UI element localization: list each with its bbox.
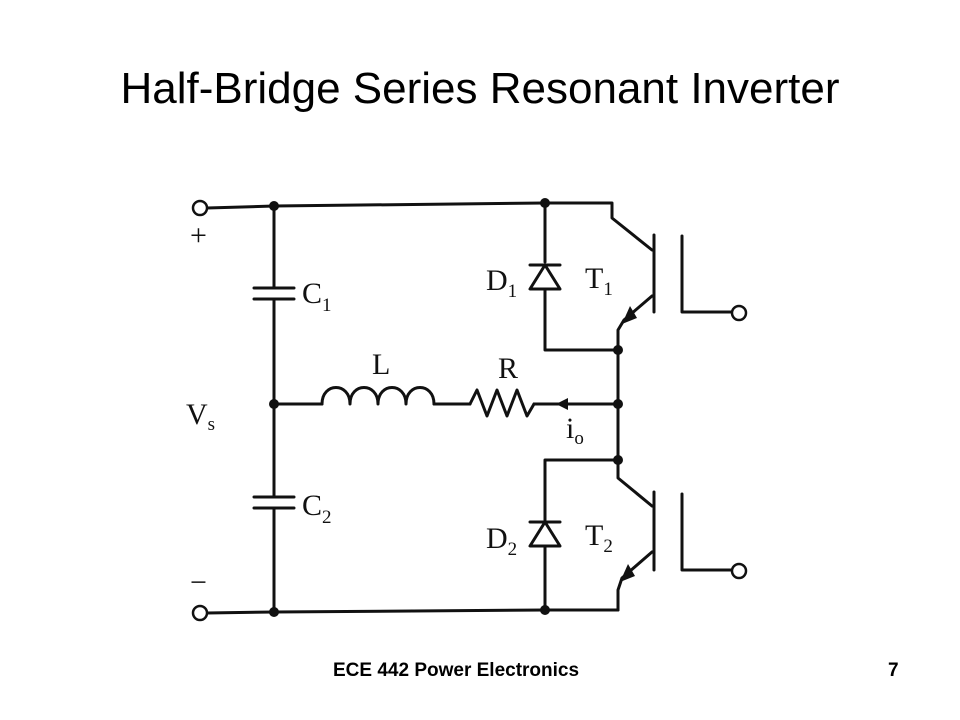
t2-collector-wire	[616, 458, 654, 508]
c1-label: C1	[302, 277, 332, 316]
d2-diode-triangle	[528, 520, 562, 548]
junction-dot	[540, 198, 550, 208]
plus-sign-label: +	[190, 219, 207, 252]
junction-dot	[540, 605, 550, 615]
t1-emitter-arrow	[622, 306, 637, 324]
page-number: 7	[888, 660, 899, 681]
minus-sign-label: −	[190, 566, 207, 599]
d1-branch-wire	[543, 201, 620, 352]
vs-label: Vs	[186, 398, 215, 435]
t2-emitter-wire	[616, 550, 654, 612]
c2-label: C2	[302, 489, 332, 528]
junction-dot	[613, 345, 623, 355]
d2-label: D2	[486, 522, 517, 560]
resistor-r	[468, 388, 536, 418]
t1-emitter-wire	[616, 294, 654, 462]
junction-dot	[613, 455, 623, 465]
t1-collector-wire	[598, 201, 654, 252]
t1-label: T1	[585, 262, 613, 300]
inductor-l	[320, 386, 436, 406]
negative-terminal[interactable]	[191, 604, 209, 622]
t2-gate-lead	[680, 492, 734, 572]
t2-gate-terminal[interactable]	[730, 562, 748, 580]
t1-gate-lead	[680, 234, 734, 314]
r-label: R	[498, 352, 518, 385]
d1-diode-triangle	[528, 263, 562, 291]
top-rail-wire	[205, 201, 602, 210]
junction-dot	[269, 201, 279, 211]
junction-dot	[269, 607, 279, 617]
io-current-arrow	[556, 398, 568, 410]
slide-title: Half-Bridge Series Resonant Inverter	[120, 64, 840, 113]
io-label: io	[566, 412, 584, 449]
d1-label: D1	[486, 264, 517, 302]
t2-label: T2	[585, 519, 613, 557]
junction-dot	[613, 399, 623, 409]
t1-gate-terminal[interactable]	[730, 304, 748, 322]
positive-terminal[interactable]	[191, 199, 209, 217]
bottom-rail-wire	[205, 608, 620, 615]
t2-emitter-arrow	[620, 564, 635, 582]
l-label: L	[372, 348, 390, 381]
d2-branch-wire	[543, 458, 620, 612]
footer-course-name: ECE 442 Power Electronics	[333, 660, 580, 681]
junction-dot	[269, 399, 279, 409]
